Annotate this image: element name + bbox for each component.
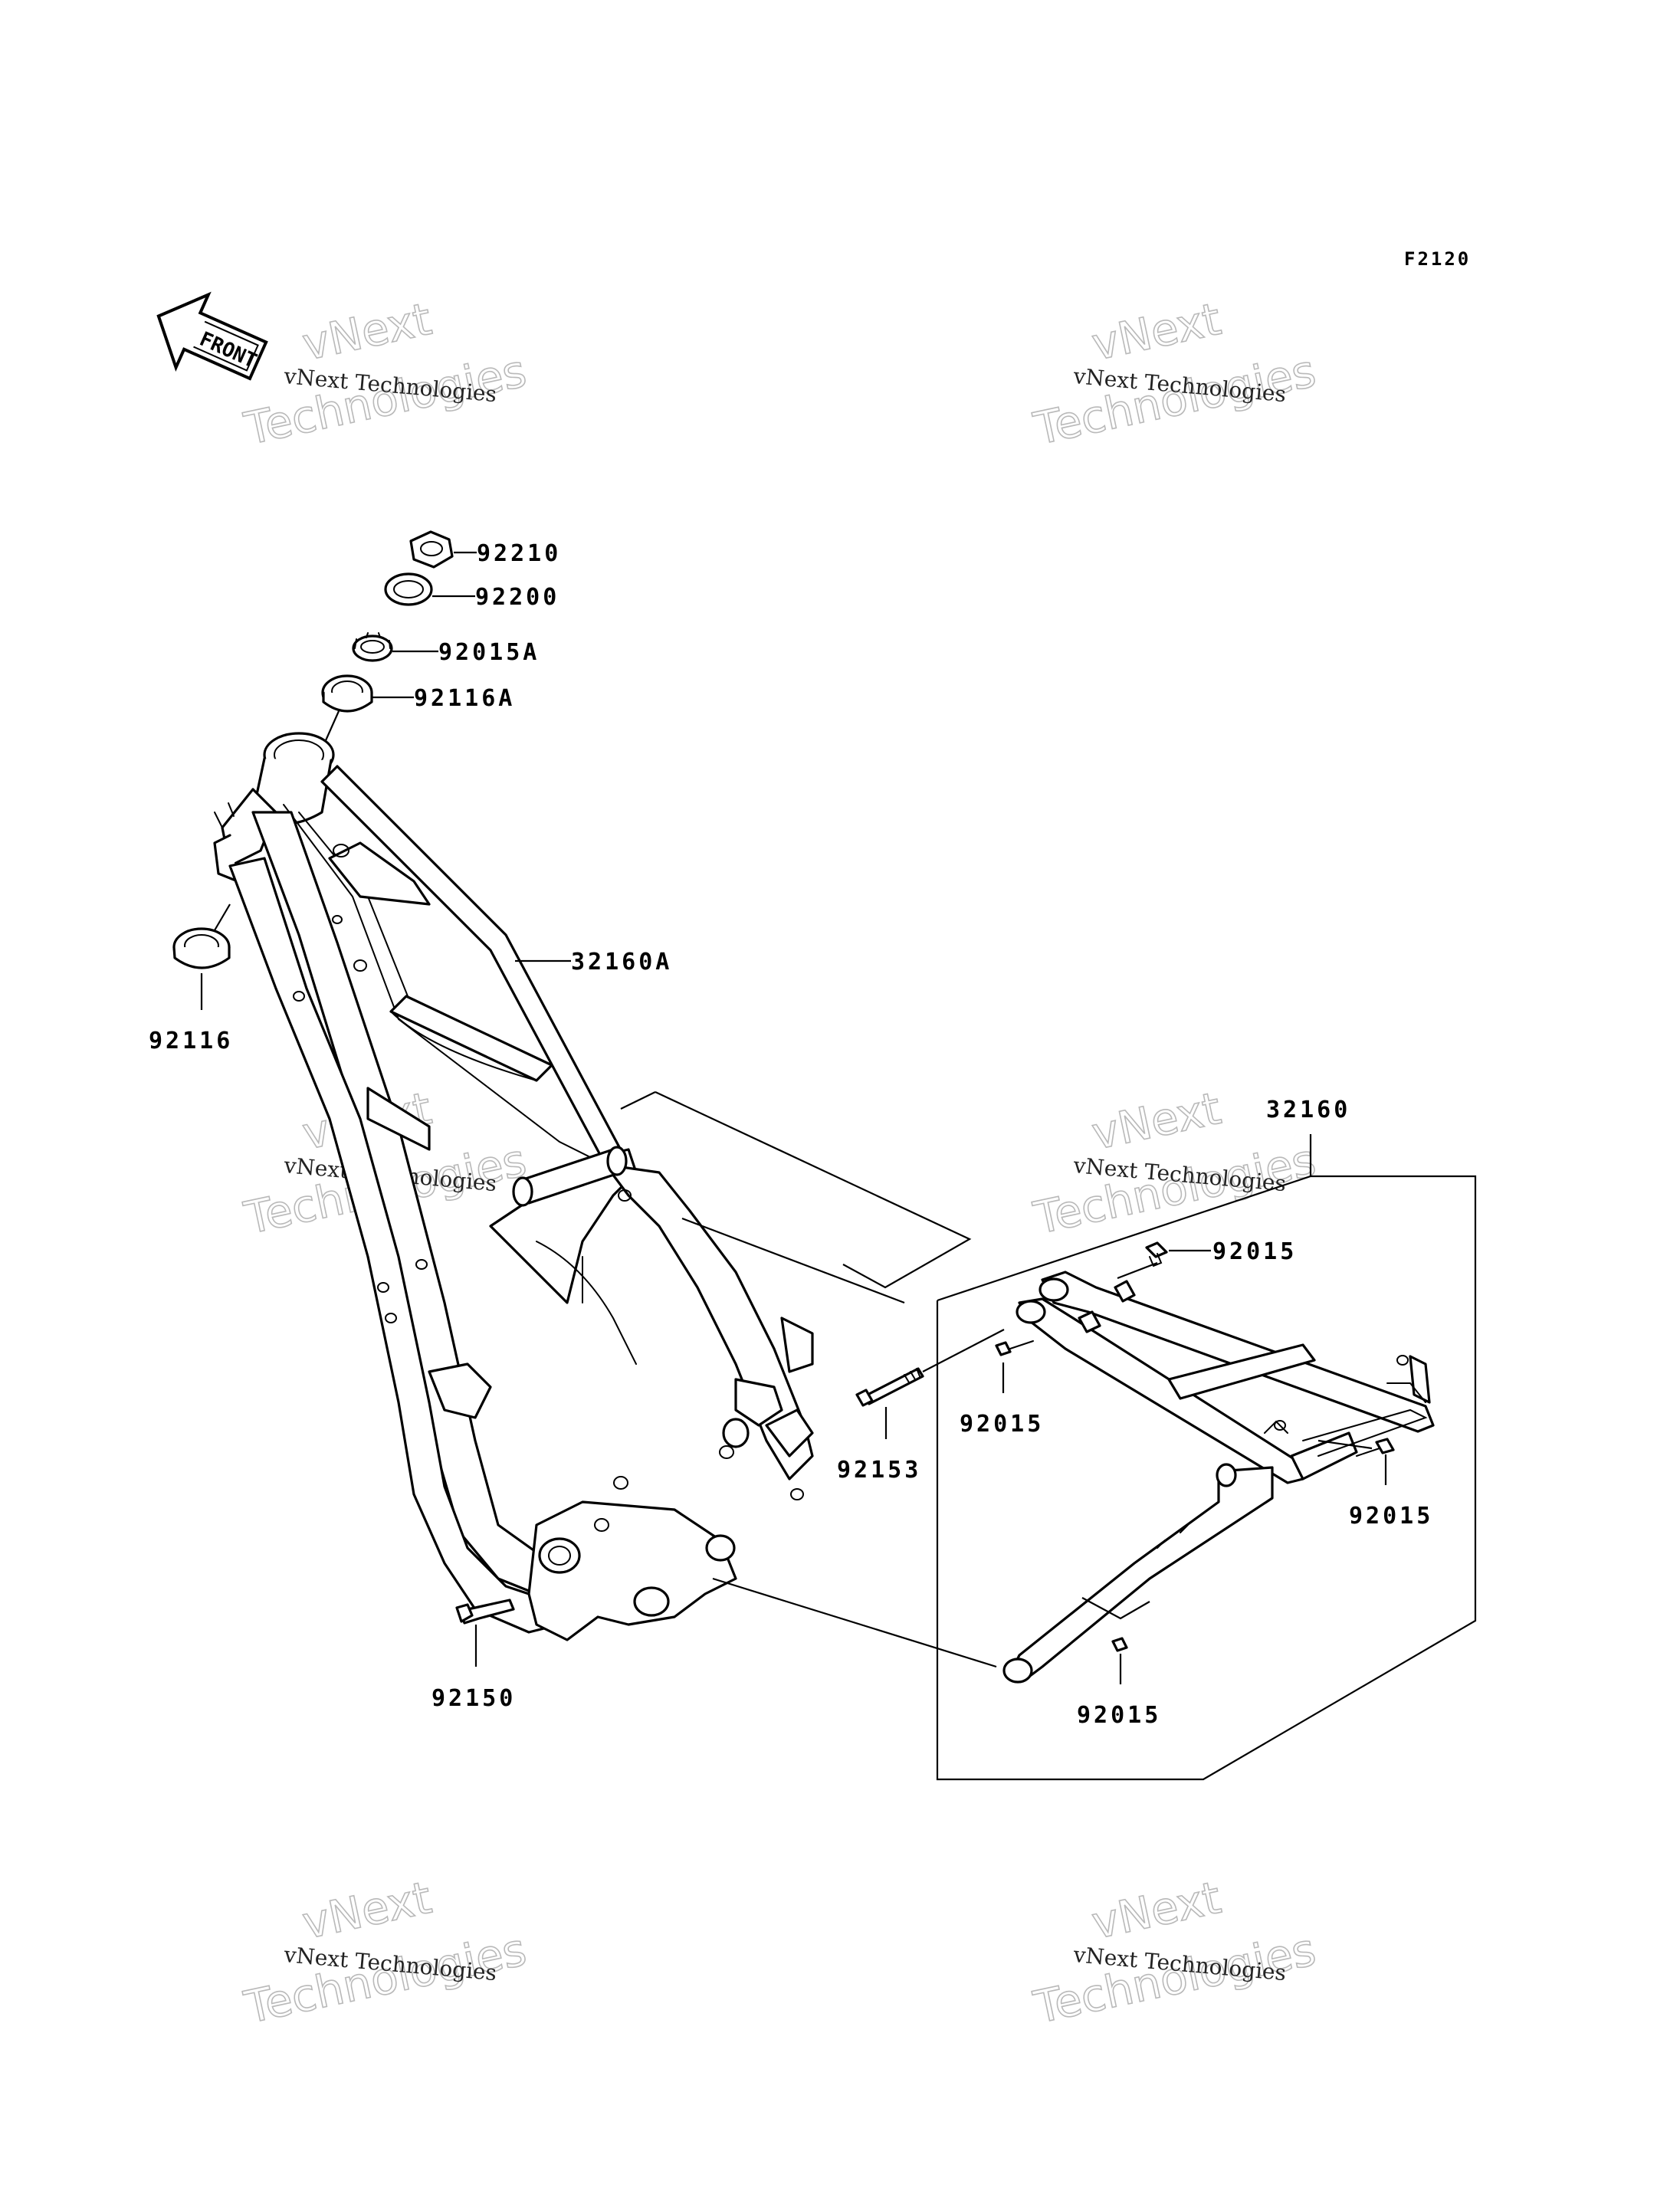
label-92116: 92116 <box>149 1028 233 1054</box>
bearing-92116a[interactable] <box>321 674 373 713</box>
label-92153: 92153 <box>837 1457 921 1484</box>
watermark: vNext Technologies vNext Technologies <box>239 1871 531 2035</box>
watermark-brand: vNext <box>298 1871 436 1949</box>
watermark: vNext Technologies vNext Technologies <box>239 292 531 456</box>
label-92015a: 92015A <box>438 639 540 666</box>
washer-92200[interactable] <box>384 572 433 606</box>
watermark-brand: vNext <box>1088 1871 1226 1949</box>
watermark: vNext Technologies vNext Technologies <box>1029 292 1321 456</box>
watermark-brand: vNext <box>1088 293 1226 371</box>
front-arrow-icon: FRONT <box>156 291 268 381</box>
watermark-brand: vNext <box>1088 1082 1226 1160</box>
label-92150: 92150 <box>431 1685 516 1712</box>
bolt-92015-top[interactable] <box>1145 1241 1168 1267</box>
bolt-92150[interactable] <box>455 1599 515 1625</box>
watermark-brand: vNext <box>298 293 436 371</box>
label-32160a: 32160A <box>571 949 672 976</box>
watermark: vNext Technologies vNext Technologies <box>1029 1871 1321 2035</box>
label-92015-bottom: 92015 <box>1077 1702 1161 1729</box>
nut-92015a[interactable] <box>352 632 393 662</box>
diagram-code: F2120 <box>1404 248 1471 270</box>
label-92116a: 92116A <box>414 685 515 712</box>
main-frame-32160a[interactable] <box>213 732 814 1641</box>
bolt-92015-mid[interactable] <box>995 1340 1034 1356</box>
label-92015-top: 92015 <box>1212 1238 1297 1265</box>
label-92200: 92200 <box>475 584 559 611</box>
nut-92210[interactable] <box>409 530 454 569</box>
bolt-92015-bottom[interactable] <box>1111 1637 1128 1652</box>
bolt-92015-right[interactable] <box>1356 1438 1395 1457</box>
label-92210: 92210 <box>477 540 561 567</box>
bearing-92116[interactable] <box>172 927 231 969</box>
label-92015-mid: 92015 <box>960 1411 1044 1438</box>
label-32160: 32160 <box>1266 1097 1350 1123</box>
bolt-92153[interactable] <box>855 1367 924 1407</box>
label-92015-right: 92015 <box>1349 1503 1433 1530</box>
rear-subframe-32160[interactable] <box>1002 1271 1435 1684</box>
